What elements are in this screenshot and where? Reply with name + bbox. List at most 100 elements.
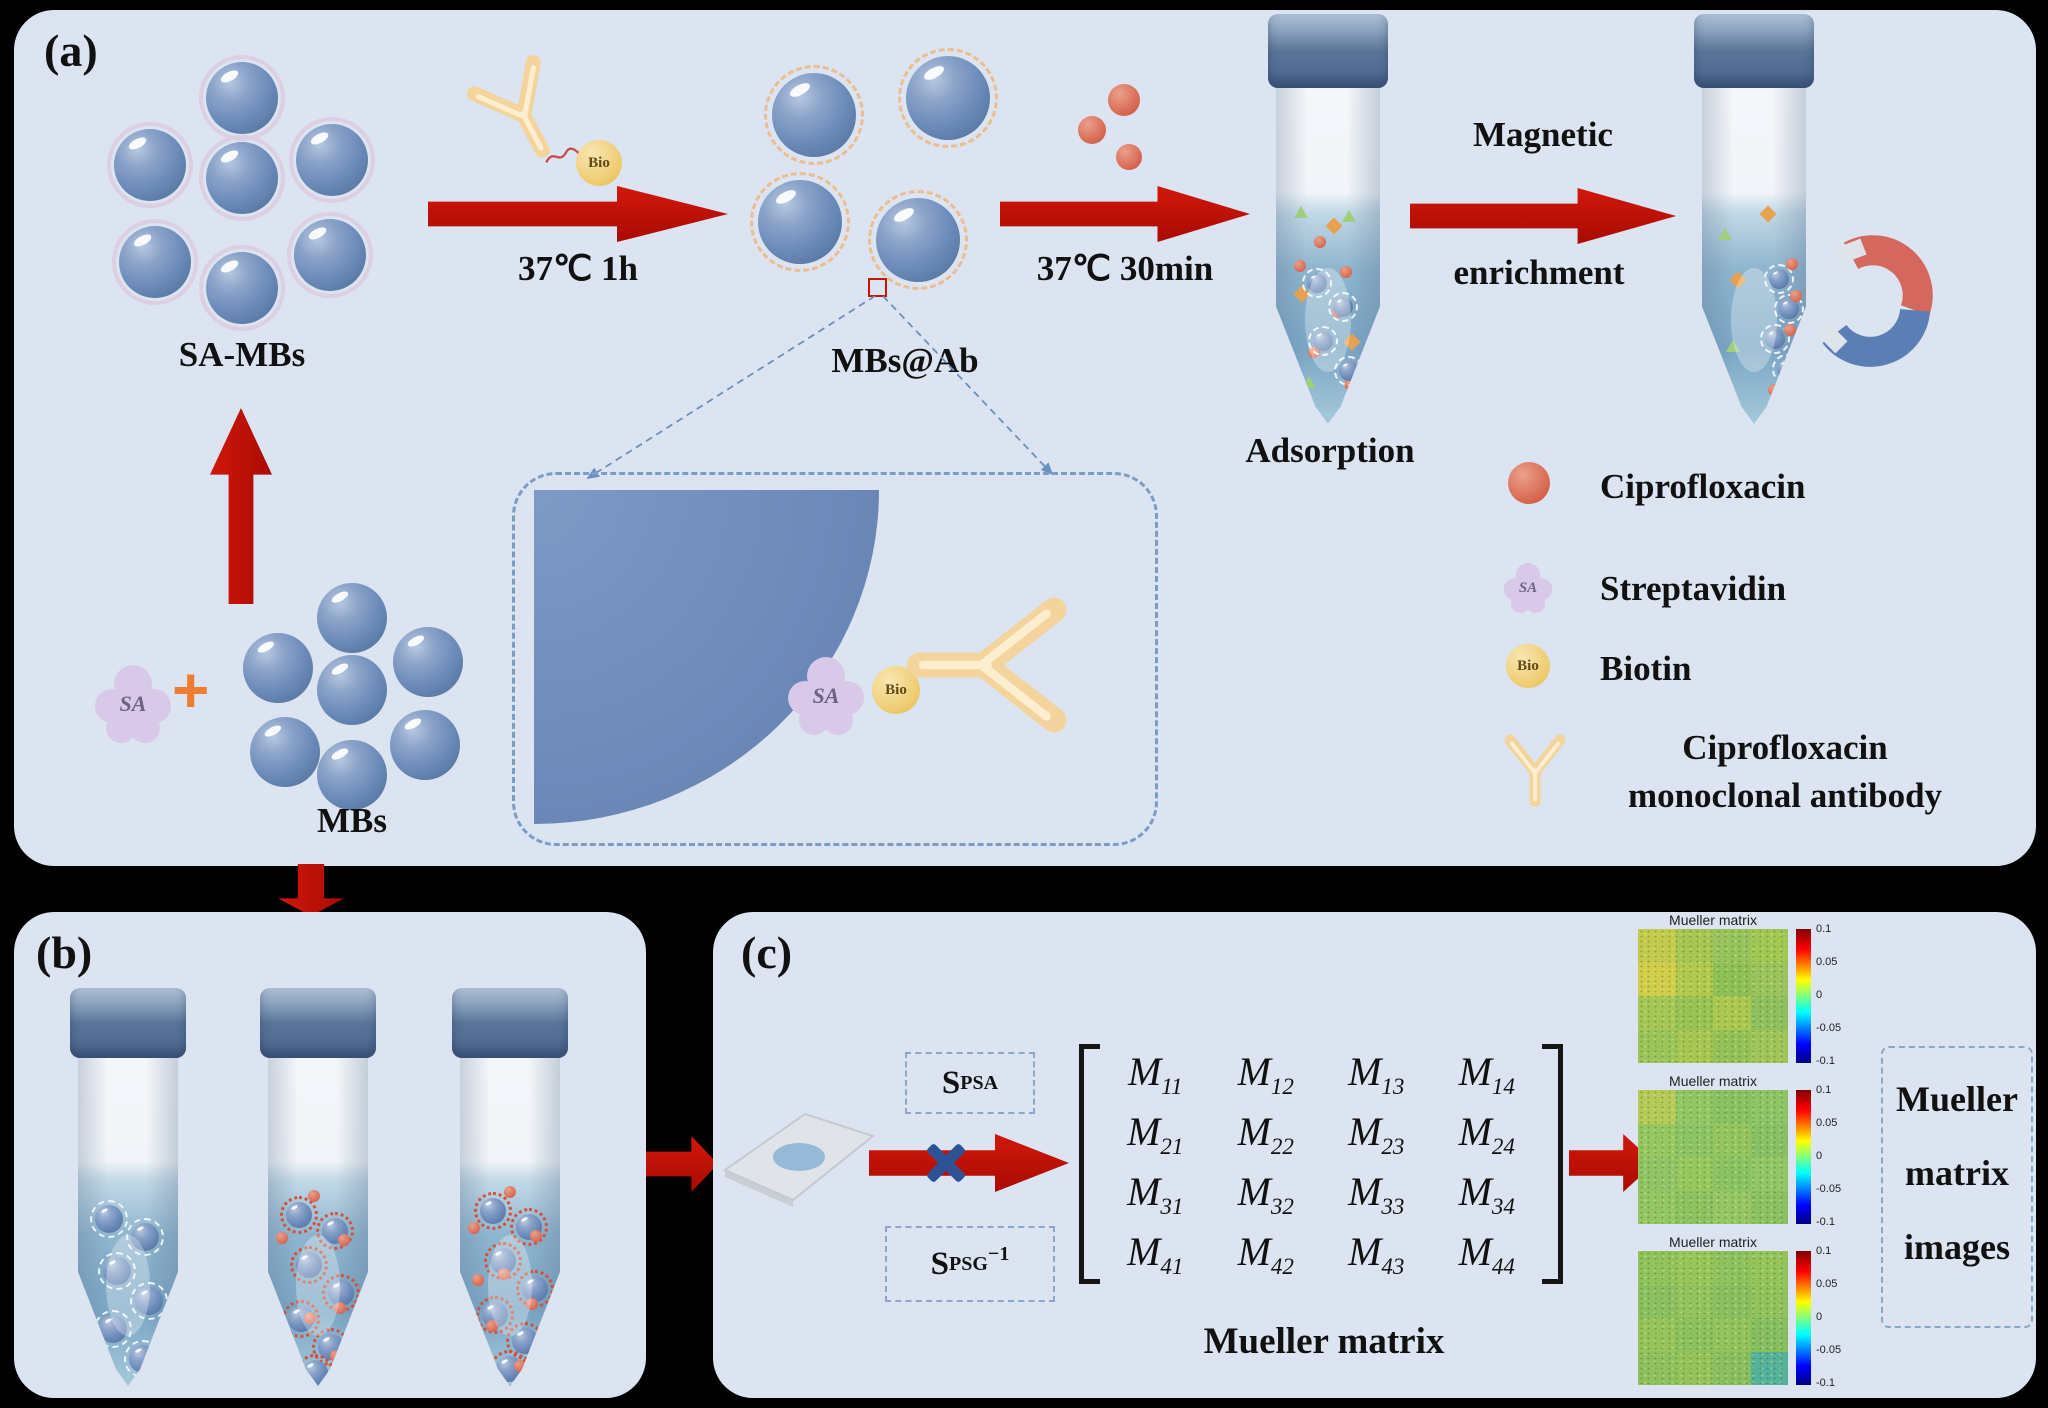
bead-icon xyxy=(296,124,368,196)
heatmap-cell xyxy=(1675,1318,1713,1352)
legend-ciprofloxacin-icon xyxy=(1508,462,1550,504)
bead-icon xyxy=(1339,361,1359,381)
streptavidin-icon: SA xyxy=(776,646,876,746)
sa-mb-bead-icon xyxy=(287,212,373,298)
matrix-bracket-left xyxy=(1079,1044,1100,1284)
bead-icon xyxy=(296,1252,322,1278)
heatmap-cell xyxy=(1675,1284,1713,1318)
s-psa-base: S xyxy=(941,1064,961,1101)
heatmap-cell xyxy=(1750,1318,1788,1352)
heatmap-cell xyxy=(1750,996,1788,1030)
matrix-bracket-right xyxy=(1542,1044,1563,1284)
bead-icon xyxy=(906,56,990,140)
matrix-cell: M24 xyxy=(1459,1108,1515,1160)
ciprofloxacin-icon xyxy=(486,1320,498,1332)
bead-icon xyxy=(119,226,191,298)
zoom-detail-box xyxy=(512,472,1158,846)
bead-with-cipro-icon xyxy=(474,1192,512,1230)
colorbar-tick: 0 xyxy=(1816,1150,1823,1162)
sa-mb-bead-icon xyxy=(107,122,193,208)
matrix-symbol: M xyxy=(1127,1229,1161,1274)
matrix-symbol: M xyxy=(1127,1049,1162,1094)
matrix-symbol: M xyxy=(1348,1169,1382,1214)
arrow-right-icon xyxy=(869,1134,1069,1192)
biotin-label: Bio xyxy=(588,154,610,171)
matrix-symbol: M xyxy=(1237,1109,1271,1154)
bead-icon xyxy=(480,1198,506,1224)
arrow-up-icon xyxy=(210,408,272,604)
bead-icon xyxy=(294,219,366,291)
heatmap-cell xyxy=(1750,1251,1788,1285)
heatmap-cell xyxy=(1750,1284,1788,1318)
colorbar-tick: -0.1 xyxy=(1816,1055,1835,1067)
enrichment-label: enrichment xyxy=(1453,253,1625,292)
heatmap-cell xyxy=(1750,929,1788,963)
mbs-ab-bead-icon xyxy=(1308,326,1338,356)
matrix-symbol: M xyxy=(1127,1109,1161,1154)
heatmap-cell xyxy=(1713,996,1751,1030)
heatmap-cell xyxy=(1638,1157,1676,1191)
legend-streptavidin-icon: SA xyxy=(1496,556,1560,620)
heatmap-cell xyxy=(1713,1318,1751,1352)
matrix-symbol: M xyxy=(1458,1049,1492,1094)
centrifuge-tube-enriched xyxy=(1686,14,1822,424)
bead-icon xyxy=(135,1287,163,1315)
streptavidin-label: SA xyxy=(812,683,840,708)
bead-icon xyxy=(114,129,186,201)
matrix-subscript: 41 xyxy=(1160,1254,1184,1279)
heatmap-cell xyxy=(1638,962,1676,996)
bead-with-cipro-icon xyxy=(282,1300,320,1338)
matrix-cell: M34 xyxy=(1459,1168,1515,1220)
ciprofloxacin-icon xyxy=(1078,116,1106,144)
mbs-ab-bead-icon xyxy=(126,1218,164,1256)
heatmap-cell xyxy=(1713,1090,1751,1124)
heatmap-cell xyxy=(1675,1029,1713,1063)
magnet-icon xyxy=(1817,235,1933,367)
mbs-ab-bead-icon xyxy=(94,1310,132,1348)
analyte-triangle-icon xyxy=(1302,376,1316,388)
analyte-diamond-icon xyxy=(1729,271,1747,289)
mb-bead-icon xyxy=(317,740,387,810)
colorbar-tick: 0.1 xyxy=(1816,1245,1832,1257)
analyte-triangle-icon xyxy=(1726,340,1740,352)
matrix-subscript: 33 xyxy=(1381,1194,1405,1219)
streptavidin-label: SA xyxy=(119,691,147,716)
colorbar-tick: 0.1 xyxy=(1816,1084,1832,1096)
legend-antibody-line2: monoclonal antibody xyxy=(1627,776,1943,815)
matrix-symbol: M xyxy=(1458,1109,1492,1154)
heatmap-title: Mueller matrix xyxy=(1669,1073,1757,1089)
ciprofloxacin-icon xyxy=(276,1232,288,1244)
heatmap-cell xyxy=(1750,1090,1788,1124)
colorbar-tick: -0.1 xyxy=(1816,1377,1835,1389)
matrix-cell: M22 xyxy=(1238,1108,1294,1160)
colorbar-tick: -0.05 xyxy=(1816,1022,1842,1034)
sample-tube-2 xyxy=(252,988,384,1386)
colorbar-tick: 0.1 xyxy=(1816,923,1832,935)
caption-line: matrix xyxy=(1905,1153,2009,1193)
step2-label: 37℃ 30min xyxy=(1036,249,1214,288)
zoom-connector-lines xyxy=(586,295,1054,479)
mb-bead-icon xyxy=(317,655,387,725)
multiply-icon xyxy=(925,1142,967,1184)
bead-icon xyxy=(1765,329,1785,349)
heatmap-cell xyxy=(1713,1351,1751,1385)
streptavidin-shape xyxy=(1503,563,1553,613)
caption-line: images xyxy=(1904,1227,2010,1267)
heatmap-cell xyxy=(1638,1090,1676,1124)
heatmap-cell xyxy=(1713,962,1751,996)
ciprofloxacin-icon xyxy=(1340,266,1352,278)
bead-with-cipro-icon xyxy=(280,1196,318,1234)
analyte-triangle-icon xyxy=(1718,228,1732,240)
ciprofloxacin-icon xyxy=(1332,306,1344,318)
bead-with-cipro-icon xyxy=(490,1350,528,1386)
tube-body xyxy=(460,1050,560,1386)
heatmap xyxy=(1638,929,1788,1063)
heatmap-cell xyxy=(1750,1190,1788,1224)
heatmap-cell xyxy=(1750,1351,1788,1385)
bead-icon xyxy=(99,1315,127,1343)
ciprofloxacin-icon xyxy=(498,1268,510,1280)
tube-body xyxy=(1702,78,1806,424)
matrix-cell: M31 xyxy=(1127,1168,1183,1220)
analyte-triangle-icon xyxy=(1342,210,1356,222)
